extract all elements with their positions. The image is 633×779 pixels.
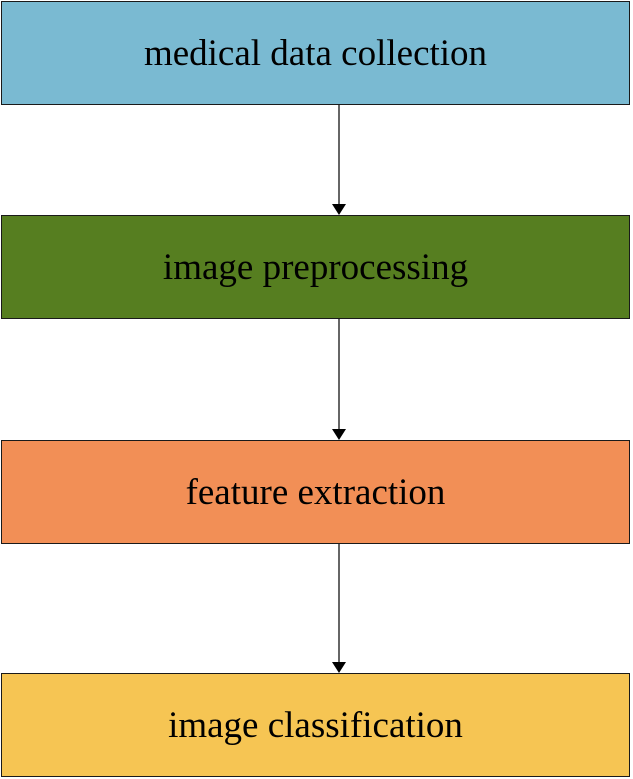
arrow-3-to-4 (332, 544, 346, 673)
arrow-2-to-3 (332, 319, 346, 440)
step-label: image classification (168, 704, 463, 746)
step-label: image preprocessing (162, 246, 469, 288)
step-label: medical data collection (143, 32, 488, 74)
step-feature-extraction: feature extraction (1, 440, 630, 544)
step-label: feature extraction (185, 471, 446, 513)
step-image-classification: image classification (1, 673, 630, 777)
step-image-preprocessing: image preprocessing (1, 215, 630, 319)
step-medical-data-collection: medical data collection (1, 1, 630, 105)
arrow-1-to-2 (332, 105, 346, 215)
